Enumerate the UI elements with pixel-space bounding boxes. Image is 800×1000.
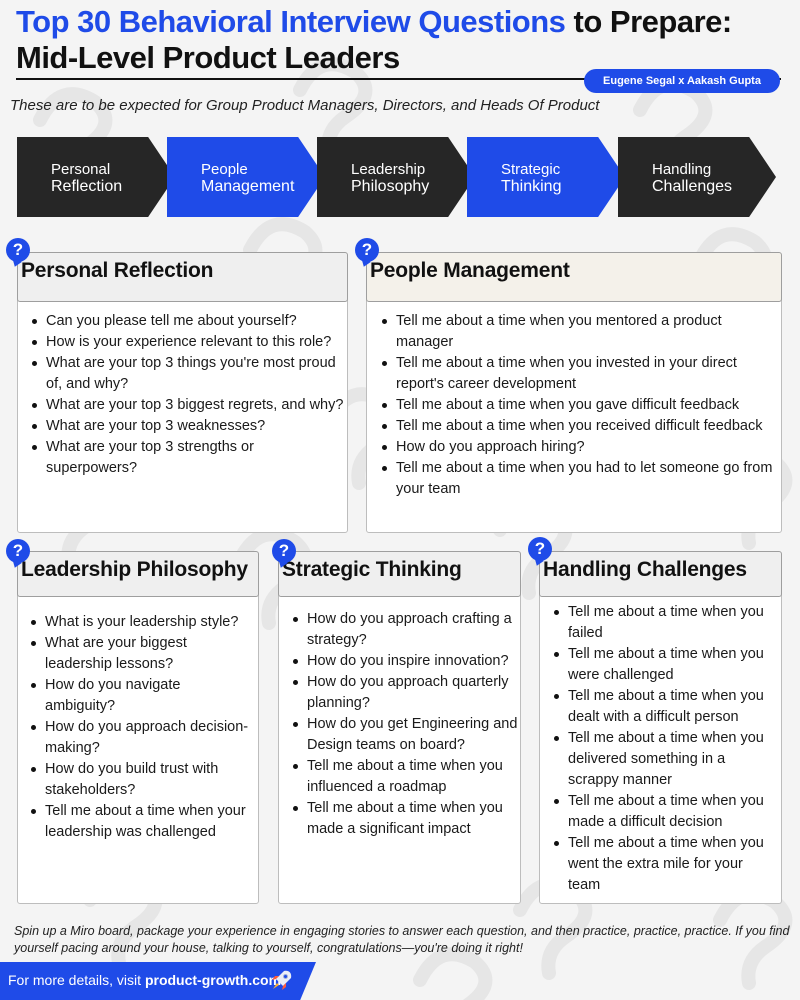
page-title-line-1: Top 30 Behavioral Interview Questions to… <box>16 4 732 40</box>
list-item: How do you approach hiring? <box>380 437 776 458</box>
list-item: Tell me about a time when you received d… <box>380 416 776 437</box>
page-title-suffix: to Prepare: <box>565 4 733 39</box>
question-bubble-icon: ? <box>6 238 30 262</box>
list-item: How do you inspire innovation? <box>291 651 518 672</box>
list-item: Tell me about a time when you dealt with… <box>552 686 778 728</box>
card-title-leadership-philosophy: Leadership Philosophy <box>17 551 259 597</box>
list-item: Tell me about a time when you made a dif… <box>552 791 778 833</box>
card-strategic-thinking <box>278 583 521 904</box>
card-title-personal-reflection: Personal Reflection <box>17 252 348 302</box>
page-title-highlight: Top 30 Behavioral Interview Questions <box>16 4 566 39</box>
chevron-people-management: People Management <box>167 137 325 217</box>
list-item: Tell me about a time when you failed <box>552 602 778 644</box>
list-item: How is your experience relevant to this … <box>30 332 344 353</box>
list-item: Tell me about a time when you gave diffi… <box>380 395 776 416</box>
list-item: Tell me about a time when you mentored a… <box>380 311 776 353</box>
list-item: Tell me about a time when you influenced… <box>291 756 518 798</box>
author-badge: Eugene Segal x Aakash Gupta <box>584 69 780 93</box>
list-strategic-thinking: How do you approach crafting a strategy?… <box>291 609 518 840</box>
list-item: How do you get Engineering and Design te… <box>291 714 518 756</box>
list-item: Tell me about a time when you had to let… <box>380 458 776 500</box>
rocket-icon <box>272 970 292 990</box>
card-handling-challenges <box>539 583 782 904</box>
list-item: How do you build trust with stakeholders… <box>29 759 254 801</box>
question-bubble-icon: ? <box>355 238 379 262</box>
list-item: Tell me about a time when you made a sig… <box>291 798 518 840</box>
title-underline <box>16 78 781 80</box>
chevron-line-1: Strategic <box>501 161 561 178</box>
list-item: Tell me about a time when you invested i… <box>380 353 776 395</box>
question-bubble-icon: ? <box>528 537 552 561</box>
chevron-handling-challenges: Handling Challenges <box>618 137 776 217</box>
card-leadership-philosophy <box>17 583 259 904</box>
chevron-line-2: Thinking <box>501 178 562 195</box>
card-personal-reflection <box>17 284 348 533</box>
list-item: What is your leadership style? <box>29 612 254 633</box>
footer-cta-link[interactable]: product-growth.com <box>144 972 282 988</box>
chevron-line-2: Management <box>201 178 295 195</box>
card-people-management <box>366 284 782 533</box>
page-subtitle: These are to be expected for Group Produ… <box>10 97 600 114</box>
chevron-line-1: Handling <box>652 161 712 178</box>
chevron-line-1: Leadership <box>351 161 426 178</box>
chevron-line-2: Philosophy <box>351 178 430 195</box>
list-item: What are your top 3 biggest regrets, and… <box>30 395 344 416</box>
question-bubble-icon: ? <box>272 539 296 563</box>
list-item: Tell me about a time when you delivered … <box>552 728 778 791</box>
chevron-line-2: Reflection <box>51 178 123 195</box>
page-title-line-2: Mid-Level Product Leaders <box>16 40 400 75</box>
list-item: Tell me about a time when your leadershi… <box>29 801 254 843</box>
list-item: How do you approach crafting a strategy? <box>291 609 518 651</box>
list-leadership-philosophy: What is your leadership style? What are … <box>29 612 254 843</box>
card-title-strategic-thinking: Strategic Thinking <box>278 551 521 597</box>
chevron-line-2: Challenges <box>652 178 733 195</box>
question-bubble-icon: ? <box>6 539 30 563</box>
list-item: How do you navigate ambiguity? <box>29 675 254 717</box>
list-item: How do you approach decision-making? <box>29 717 254 759</box>
list-item: How do you approach quarterly planning? <box>291 672 518 714</box>
list-item: What are your top 3 strengths or superpo… <box>30 437 344 479</box>
list-item: What are your top 3 weaknesses? <box>30 416 344 437</box>
list-personal-reflection: Can you please tell me about yourself? H… <box>30 311 344 479</box>
list-item: Tell me about a time when you were chall… <box>552 644 778 686</box>
card-title-people-management: People Management <box>366 252 782 302</box>
chevron-line-1: People <box>201 161 248 178</box>
list-item: What are your biggest leadership lessons… <box>29 633 254 675</box>
chevron-line-1: Personal <box>51 161 111 178</box>
footer-cta-prefix: For more details, visit <box>8 972 145 988</box>
card-title-handling-challenges: Handling Challenges <box>539 551 782 597</box>
list-item: Tell me about a time when you went the e… <box>552 833 778 896</box>
chevron-strategic-thinking: Strategic Thinking <box>467 137 625 217</box>
list-people-management: Tell me about a time when you mentored a… <box>380 311 776 500</box>
chevron-personal-reflection: Personal Reflection <box>17 137 175 217</box>
list-handling-challenges: Tell me about a time when you failed Tel… <box>552 602 778 896</box>
list-item: What are your top 3 things you're most p… <box>30 353 344 395</box>
chevron-leadership-philosophy: Leadership Philosophy <box>317 137 475 217</box>
footer-cta-bar[interactable]: For more details, visit product-growth.c… <box>0 962 316 1000</box>
list-item: Can you please tell me about yourself? <box>30 311 344 332</box>
footer-note: Spin up a Miro board, package your exper… <box>14 924 790 955</box>
